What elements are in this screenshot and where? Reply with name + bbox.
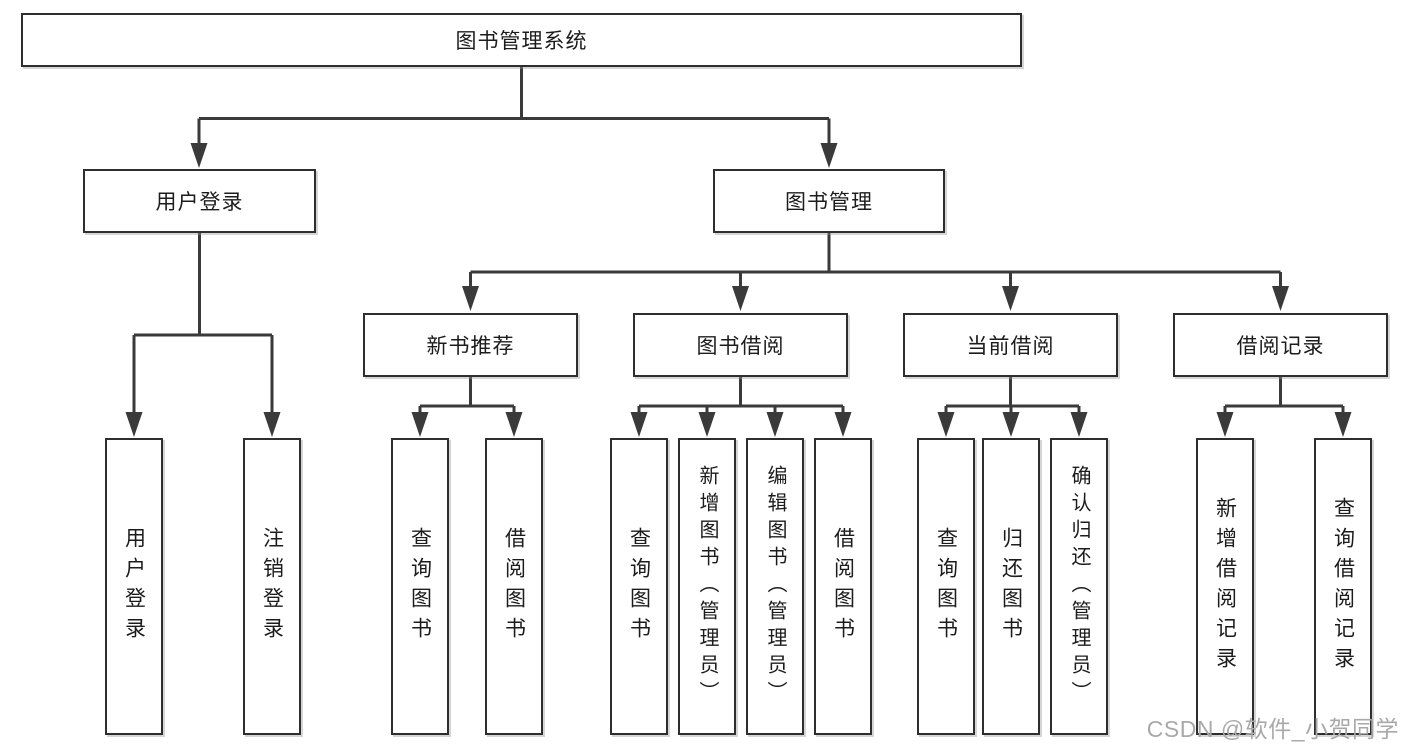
leaf-recommend-query-books: 查询图书	[391, 438, 449, 735]
watermark: CSDN @软件_小贺同学	[1146, 716, 1399, 742]
node-book-management: 图书管理	[713, 169, 945, 233]
leaf-borrow-query-books-label: 查询图书	[627, 526, 651, 647]
leaf-borrow-add-books-admin: 新增图书（管理员）	[678, 438, 736, 735]
leaf-current-query-books: 查询图书	[917, 438, 975, 735]
leaf-user-login: 用户登录	[105, 438, 163, 735]
leaf-borrow-borrow-books-label: 借阅图书	[831, 526, 855, 647]
leaf-logout-label: 注销登录	[260, 526, 284, 647]
leaf-logout: 注销登录	[243, 438, 301, 735]
node-new-book-recommend-label: 新书推荐	[426, 335, 515, 358]
leaf-borrow-add-books-admin-label: 新增图书（管理员）	[696, 465, 718, 708]
node-library-system: 图书管理系统	[21, 13, 1022, 67]
node-current-borrow: 当前借阅	[903, 313, 1118, 377]
leaf-records-query-borrow-record-label: 查询借阅记录	[1331, 496, 1355, 677]
leaf-recommend-query-books-label: 查询图书	[408, 526, 432, 647]
leaf-recommend-borrow-books-label: 借阅图书	[502, 526, 526, 647]
leaf-current-query-books-label: 查询图书	[934, 526, 958, 647]
leaf-records-query-borrow-record: 查询借阅记录	[1314, 438, 1372, 735]
leaf-current-confirm-return-admin: 确认归还（管理员）	[1050, 438, 1108, 735]
node-book-borrow: 图书借阅	[633, 313, 848, 377]
node-user-login: 用户登录	[83, 169, 316, 233]
node-borrow-records-label: 借阅记录	[1236, 335, 1325, 358]
leaf-borrow-query-books: 查询图书	[610, 438, 668, 735]
node-borrow-records: 借阅记录	[1173, 313, 1388, 377]
node-library-system-label: 图书管理系统	[455, 30, 588, 53]
leaf-records-add-borrow-record-label: 新增借阅记录	[1213, 496, 1237, 677]
leaf-borrow-borrow-books: 借阅图书	[814, 438, 872, 735]
node-book-management-label: 图书管理	[785, 191, 873, 214]
leaf-current-return-books: 归还图书	[982, 438, 1040, 735]
leaf-borrow-edit-books-admin: 编辑图书（管理员）	[746, 438, 804, 735]
connector-user-login-to-leaves	[125, 233, 281, 437]
connector-book-management-to-level3	[462, 233, 1289, 311]
node-new-book-recommend: 新书推荐	[363, 313, 578, 377]
connector-root-to-level2	[190, 67, 838, 168]
leaf-current-confirm-return-admin-label: 确认归还（管理员）	[1068, 465, 1090, 708]
node-current-borrow-label: 当前借阅	[966, 335, 1055, 358]
connector-borrow-records-to-leaves	[1216, 377, 1352, 437]
leaf-current-return-books-label: 归还图书	[999, 526, 1023, 647]
node-book-borrow-label: 图书借阅	[696, 335, 785, 358]
connector-new-book-recommend-to-leaves	[411, 377, 523, 437]
connector-current-borrow-to-leaves	[937, 377, 1088, 437]
leaf-borrow-edit-books-admin-label: 编辑图书（管理员）	[764, 465, 786, 708]
leaf-records-add-borrow-record: 新增借阅记录	[1196, 438, 1254, 735]
leaf-user-login-label: 用户登录	[122, 526, 146, 647]
leaf-recommend-borrow-books: 借阅图书	[485, 438, 543, 735]
connector-book-borrow-to-leaves	[630, 377, 852, 437]
node-user-login-label: 用户登录	[155, 191, 244, 214]
